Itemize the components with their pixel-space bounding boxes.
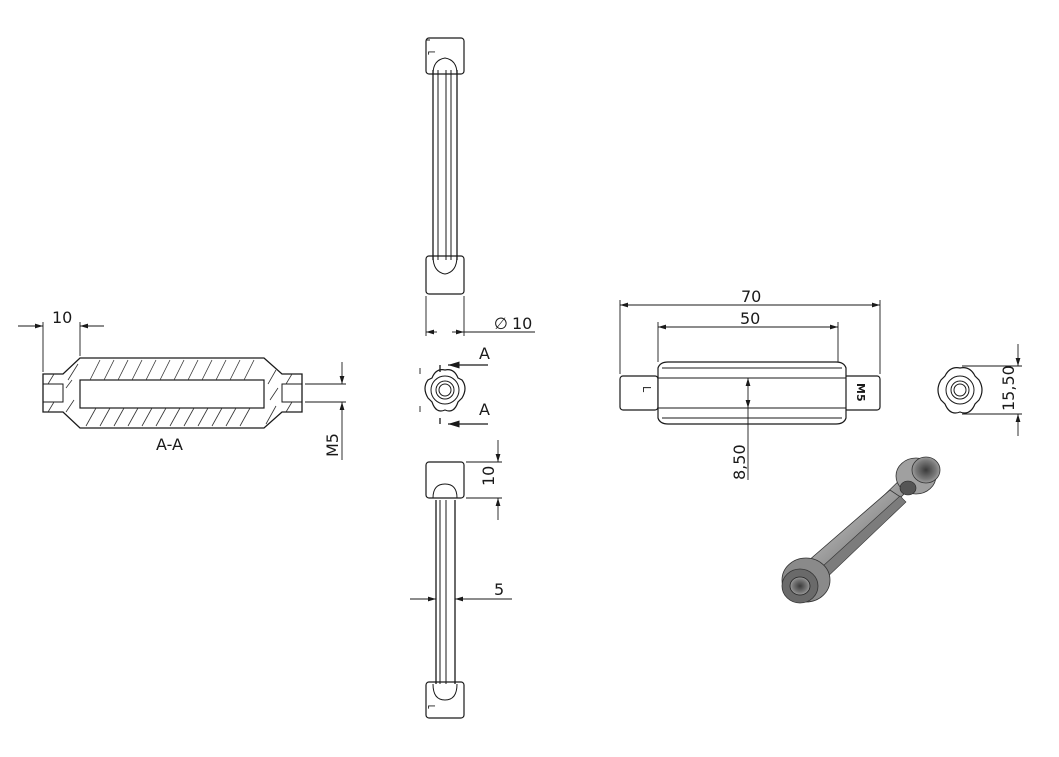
- left-thread-bore: [42, 383, 64, 403]
- side-view: 15,50: [937, 344, 1022, 436]
- top-view: ⌐ ∅ 10: [425, 37, 535, 336]
- bottom-view: ⌐ 10 5: [410, 440, 512, 719]
- bottom-view-neck-bottom: [432, 683, 458, 701]
- engraving-left: L: [640, 386, 653, 393]
- bottom-view-top-cap: [425, 461, 465, 499]
- front-body: [657, 361, 847, 425]
- dim-end-length-value: 10: [479, 466, 498, 486]
- front-view: L M5 70 50 8,50: [619, 287, 881, 480]
- section-marker-top: A: [479, 344, 490, 363]
- end-view-bore: [435, 380, 455, 400]
- dim-height-value: 8,50: [730, 444, 749, 480]
- end-view: A A: [419, 344, 490, 428]
- section-outline: [42, 357, 303, 429]
- bottom-view-neck-top: [432, 483, 458, 499]
- isometric-view: [781, 456, 941, 604]
- dim-end-value: 10: [52, 308, 72, 327]
- dim-width-value: 5: [494, 580, 504, 599]
- section-label: A-A: [156, 435, 183, 454]
- iso-front-bore: [789, 576, 811, 596]
- end-view-thread: [438, 383, 452, 397]
- top-end-cap: [425, 37, 465, 75]
- dim-thread-value: M5: [323, 433, 342, 457]
- end-view-outer-ring: [430, 375, 460, 405]
- side-thread: [953, 383, 967, 397]
- side-bore: [950, 380, 970, 400]
- hatch-pattern: [47, 359, 293, 427]
- section-cavity: [79, 379, 265, 409]
- iso-back-face: [911, 456, 941, 484]
- dim-total-value: 70: [741, 287, 761, 306]
- top-engraving: ⌐: [427, 46, 436, 59]
- dim-middle-value: 50: [740, 309, 760, 328]
- dim-outer-value: 15,50: [999, 365, 1018, 411]
- engraving-right: M5: [854, 383, 867, 402]
- top-neck: [432, 57, 458, 75]
- dim-diameter-value: 10: [512, 314, 532, 333]
- bottom-end-cap: [425, 255, 465, 295]
- bottom-engraving: ⌐: [427, 700, 436, 713]
- bottom-neck: [432, 255, 458, 275]
- right-thread-bore: [281, 383, 303, 403]
- side-outer-ring: [945, 375, 975, 405]
- iso-inner-bore: [899, 480, 917, 496]
- diameter-symbol: ∅: [494, 314, 508, 333]
- section-marker-bottom: A: [479, 400, 490, 419]
- front-left-cap: [619, 375, 659, 411]
- section-view-a-a: 10 M5 A-A: [18, 308, 346, 460]
- side-view-outline: [937, 367, 983, 414]
